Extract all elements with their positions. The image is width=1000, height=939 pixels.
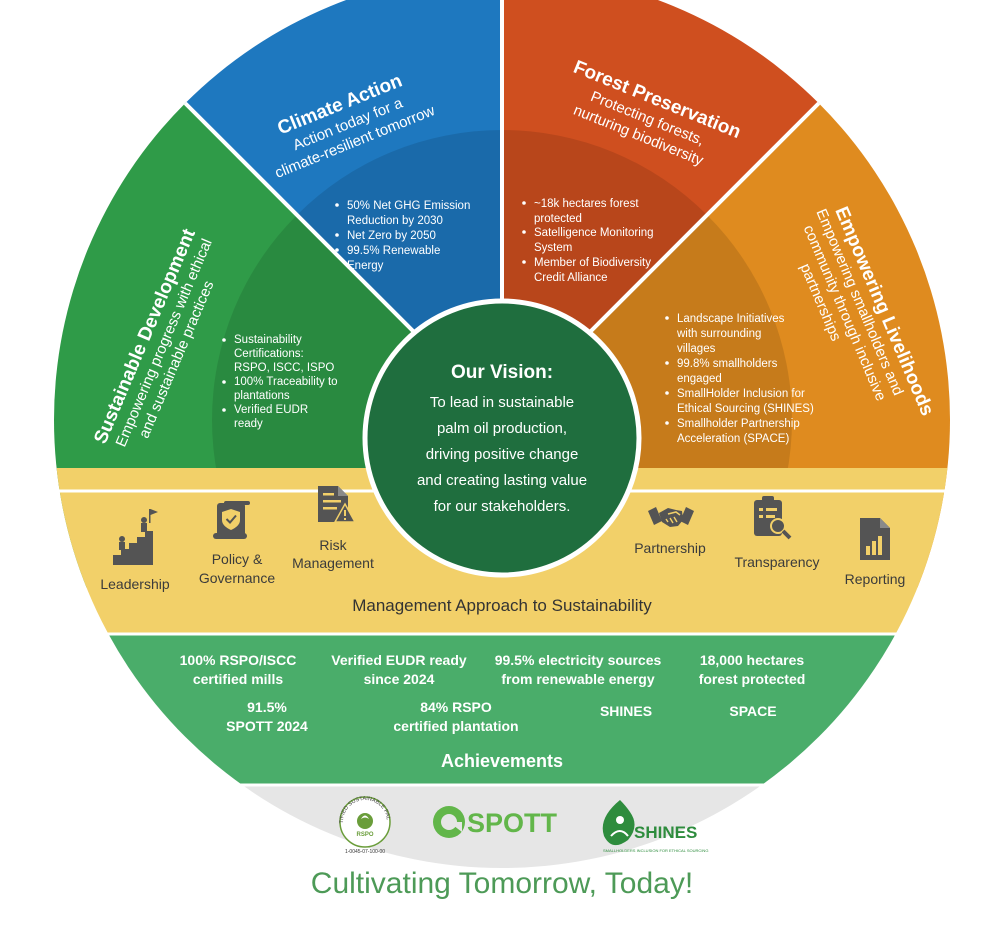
management-item-label: Risk <box>319 537 347 553</box>
shines-wordmark: SHINES <box>634 823 697 842</box>
achievement-text: SPOTT 2024 <box>226 718 308 734</box>
leadership-icon <box>113 509 158 565</box>
bullet-text: Sustainability <box>234 334 302 346</box>
sector-empowering-livelihoods <box>502 94 950 593</box>
vision-line: To lead in sustainable <box>430 394 574 411</box>
bullet-text: 99.8% smallholders <box>677 358 778 370</box>
bullet-text: Satelligence Monitoring <box>534 227 654 239</box>
achievement-text: SHINES <box>600 703 652 719</box>
management-approach: Leadership Policy & Governance Risk Mana… <box>100 486 905 615</box>
achievement-text: Verified EUDR ready <box>331 652 467 668</box>
bullet-text: 100% Traceability to <box>234 376 338 388</box>
achievements-title: Achievements <box>441 751 563 771</box>
bullet-text: plantations <box>234 390 290 402</box>
achievement-text: since 2024 <box>364 671 435 687</box>
vision-line: palm oil production, <box>437 420 567 437</box>
shines-logo: SHINES SMALLHOLDERS INCLUSION FOR ETHICA… <box>602 800 708 853</box>
management-title: Management Approach to Sustainability <box>352 596 652 615</box>
achievement-text: 84% RSPO <box>420 699 492 715</box>
achievement-text: forest protected <box>699 671 806 687</box>
spott-wordmark: SPOTT <box>467 808 558 838</box>
sector-forest-preservation <box>502 0 828 420</box>
management-item-label: Reporting <box>845 571 906 587</box>
bullet-text: with surrounding <box>676 328 761 340</box>
handshake-icon <box>648 507 694 527</box>
bullet-text: ~18k hectares forest <box>534 198 639 210</box>
bullet-text: System <box>534 242 572 254</box>
management-item-label: Transparency <box>734 554 819 570</box>
tagline: Cultivating Tomorrow, Today! <box>311 867 693 900</box>
management-item-label: Leadership <box>100 576 169 592</box>
vision-circle <box>362 298 642 578</box>
bullet-text: Landscape Initiatives <box>677 313 785 325</box>
risk-document-icon <box>318 486 357 523</box>
bullet-text: Energy <box>347 260 384 272</box>
achievement-text: 100% RSPO/ISCC <box>180 652 297 668</box>
vision-line: and creating lasting value <box>417 472 587 489</box>
bullet-text: villages <box>677 343 716 355</box>
spott-logo: SPOTT <box>433 806 558 838</box>
bullet-text: RSPO, ISCC, ISPO <box>234 362 334 374</box>
bullet-text: Ethical Sourcing (SHINES) <box>677 403 814 415</box>
sector-sustainable-development <box>54 94 502 593</box>
achievement-text: 91.5% <box>247 699 287 715</box>
bullet-text: Member of Biodiversity <box>534 257 651 269</box>
bullet-text: 50% Net GHG Emission <box>347 200 470 212</box>
bullet-text: Net Zero by 2050 <box>347 230 436 242</box>
management-item-label: Governance <box>199 570 275 586</box>
achievement-text: SPACE <box>729 703 776 719</box>
achievements: 100% RSPO/ISCC certified mills Verified … <box>180 652 806 771</box>
clipboard-search-icon <box>754 496 792 540</box>
achievement-text: certified plantation <box>393 718 518 734</box>
achievement-text: 18,000 hectares <box>700 652 805 668</box>
management-item-label: Management <box>292 555 374 571</box>
bullet-text: Reduction by 2030 <box>347 215 443 227</box>
report-chart-icon <box>860 518 890 560</box>
bullet-text: ready <box>234 418 263 430</box>
bullet-text: protected <box>534 213 582 225</box>
bullet-text: SmallHolder Inclusion for <box>677 388 805 400</box>
achievement-text: from renewable energy <box>501 671 654 687</box>
achievement-text: certified mills <box>193 671 283 687</box>
bullet-text: engaged <box>677 373 722 385</box>
bullet-text: Credit Alliance <box>534 272 608 284</box>
policy-scroll-icon <box>213 501 250 539</box>
vision-line: for our stakeholders. <box>434 498 571 515</box>
achievement-text: 99.5% electricity sources <box>495 652 662 668</box>
vision-line: driving positive change <box>426 446 579 463</box>
bullet-text: 99.5% Renewable <box>347 245 440 257</box>
vision-title: Our Vision: <box>451 362 553 383</box>
bullet-text: Certifications: <box>234 348 304 360</box>
rspo-mark: RSPO <box>356 832 373 838</box>
bullet-text: Verified EUDR <box>234 404 308 416</box>
management-item-label: Partnership <box>634 540 706 556</box>
shines-subtitle: SMALLHOLDERS INCLUSION FOR ETHICAL SOURC… <box>603 848 708 853</box>
bullet-text: Smallholder Partnership <box>677 418 800 430</box>
sector-climate-action <box>176 0 502 420</box>
management-item-label: Policy & <box>212 551 263 567</box>
bullet-text: Acceleration (SPACE) <box>677 433 789 445</box>
rspo-number: 1-0045-07-100-00 <box>345 849 385 855</box>
